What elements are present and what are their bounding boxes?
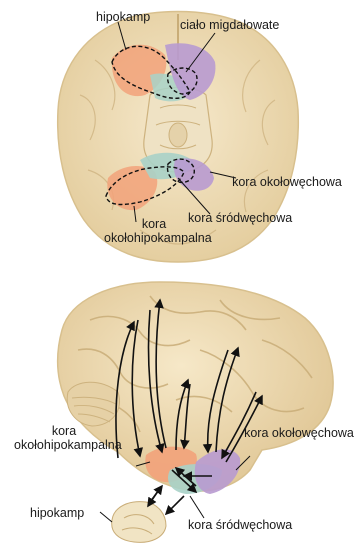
- label-top-hippocampus: hipokamp: [96, 10, 150, 24]
- label-top-perirhinal: kora okołowęchowa: [232, 175, 342, 189]
- side-hippocampus-shape: [112, 502, 166, 543]
- label-top-amygdala: ciało migdałowate: [180, 18, 279, 32]
- label-top-parahippocampal: kora okołohipokampalna: [104, 217, 204, 245]
- label-side-parahippocampal: kora okołohipokampalna: [14, 424, 114, 452]
- label-side-hippocampus: hipokamp: [30, 506, 84, 520]
- cerebellum: [67, 382, 119, 426]
- label-side-entorhinal: kora śródwęchowa: [188, 518, 292, 532]
- label-side-perirhinal: kora okołowęchowa: [244, 426, 354, 440]
